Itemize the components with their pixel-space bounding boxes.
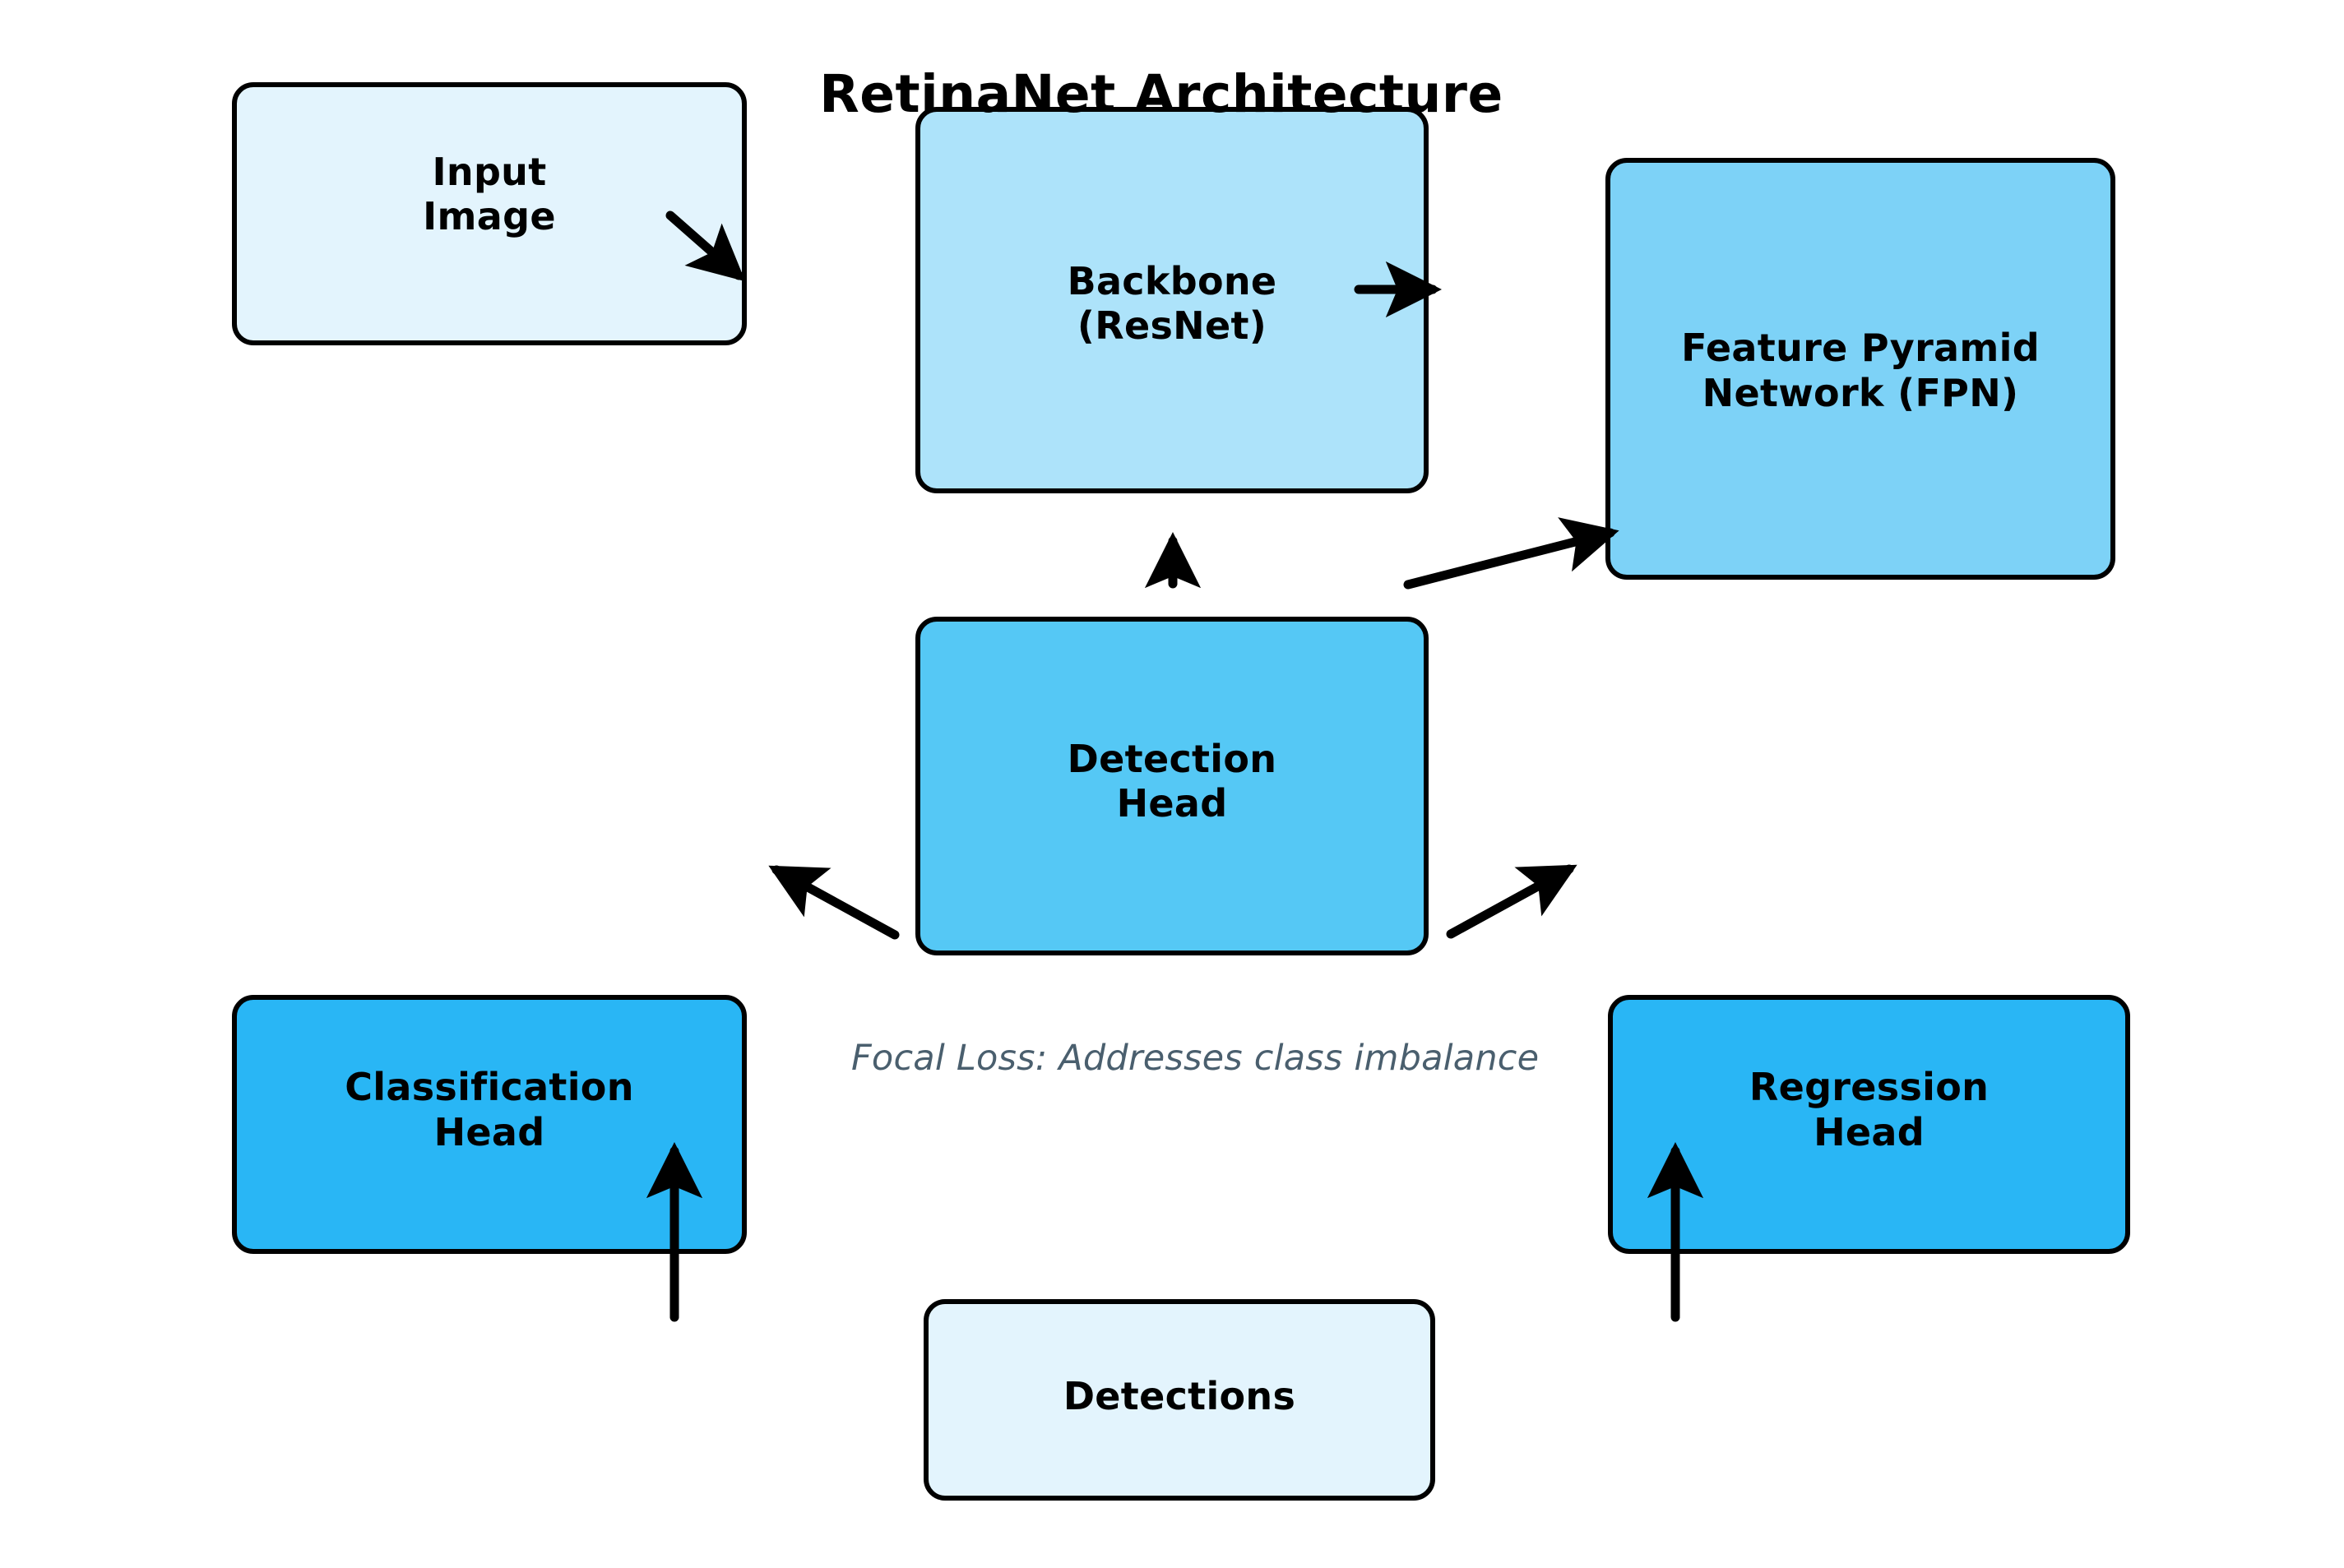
node-classification-head-label: Classification Head — [345, 1065, 634, 1154]
node-detection-head-label: Detection Head — [1067, 736, 1277, 826]
node-regression-head-label: Regression Head — [1749, 1065, 1990, 1154]
node-regression-head[interactable]: Regression Head — [1608, 995, 2130, 1254]
diagram-title-text: RetinaNet Architecture — [819, 64, 1503, 124]
node-input-image[interactable]: Input Image — [232, 82, 747, 345]
arrow-detection-to-classification — [768, 865, 900, 940]
diagram-title: RetinaNet Architecture — [0, 64, 2344, 124]
arrow-detection-to-regression — [1446, 864, 1577, 939]
node-detections[interactable]: Detections — [924, 1299, 1435, 1501]
node-feature-pyramid-network[interactable]: Feature Pyramid Network (FPN) — [1605, 158, 2115, 580]
node-feature-pyramid-network-label: Feature Pyramid Network (FPN) — [1681, 326, 2040, 415]
node-input-image-label: Input Image — [423, 149, 556, 238]
node-backbone-label: Backbone (ResNet) — [1067, 258, 1277, 348]
node-backbone[interactable]: Backbone (ResNet) — [915, 107, 1429, 493]
node-classification-head[interactable]: Classification Head — [232, 995, 747, 1254]
focal-loss-annotation: Focal Loss: Addresses class imbalance — [851, 1038, 1540, 1079]
node-detection-head[interactable]: Detection Head — [915, 617, 1429, 955]
arrow-fpn-to-detection — [1403, 517, 1619, 590]
node-detections-label: Detections — [1063, 1374, 1296, 1419]
